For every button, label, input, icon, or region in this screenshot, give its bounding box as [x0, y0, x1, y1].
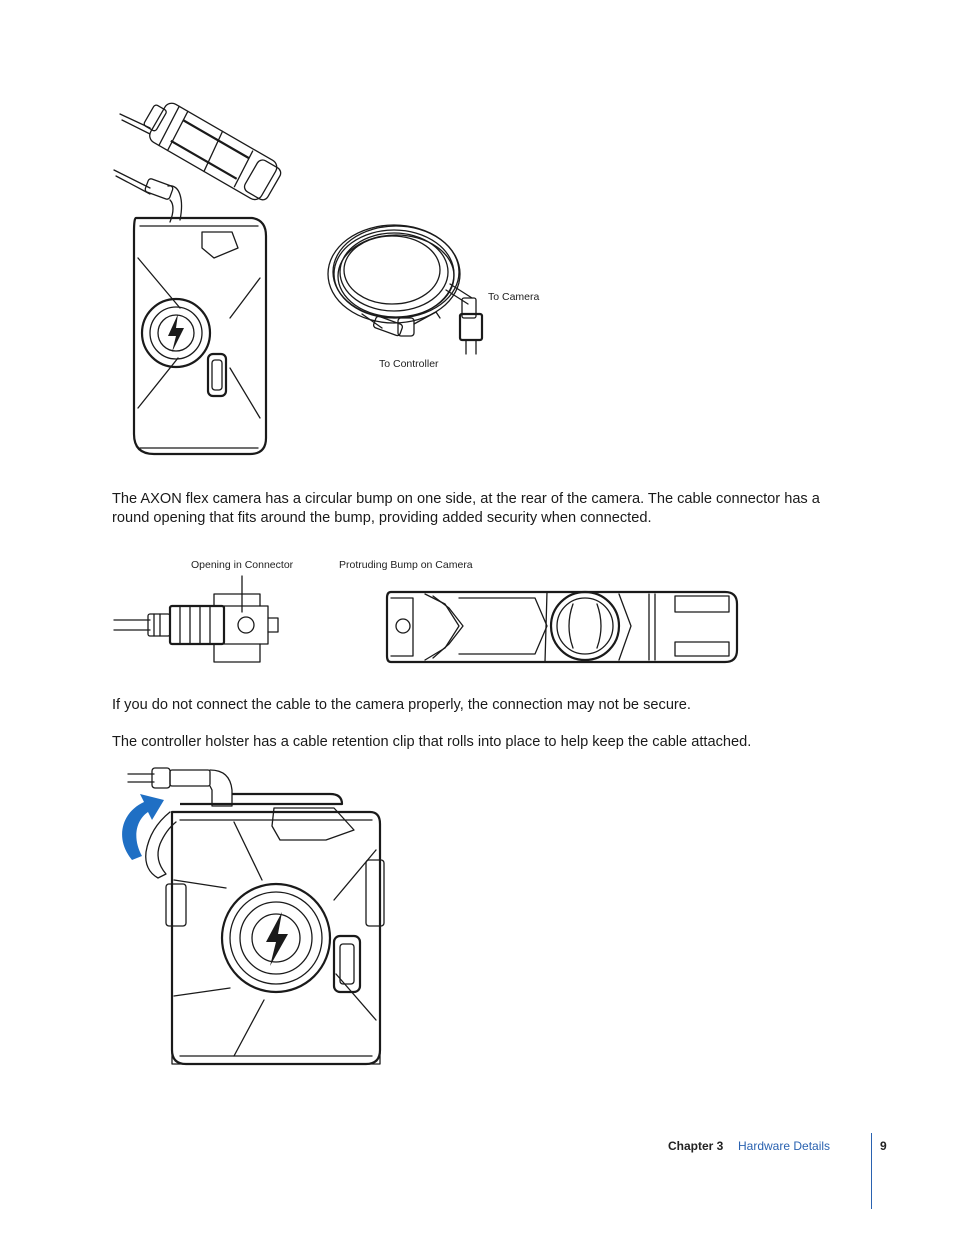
connector-side-illustration: [113, 575, 279, 663]
camera-controller-illustration: [113, 102, 282, 456]
footer-divider: [871, 1133, 872, 1209]
label-protruding-bump: Protruding Bump on Camera: [339, 559, 473, 571]
label-to-camera: To Camera: [488, 291, 540, 303]
label-to-controller: To Controller: [379, 358, 439, 370]
footer-chapter-title: Hardware Details: [738, 1139, 831, 1153]
paragraph-retention-clip: The controller holster has a cable reten…: [112, 734, 752, 750]
camera-side-illustration: [385, 590, 739, 664]
rotate-arrow-icon: [122, 794, 164, 860]
footer-chapter: Chapter 3: [668, 1139, 724, 1153]
coiled-cable-illustration: [327, 224, 484, 355]
label-opening-in-connector: Opening in Connector: [191, 559, 294, 571]
page-number: 9: [880, 1139, 887, 1153]
paragraph-axon-bump: The AXON flex camera has a circular bump…: [112, 491, 820, 526]
paragraph-connection-warning: If you do not connect the cable to the c…: [112, 697, 691, 713]
controller-holster-illustration: [122, 767, 385, 1066]
